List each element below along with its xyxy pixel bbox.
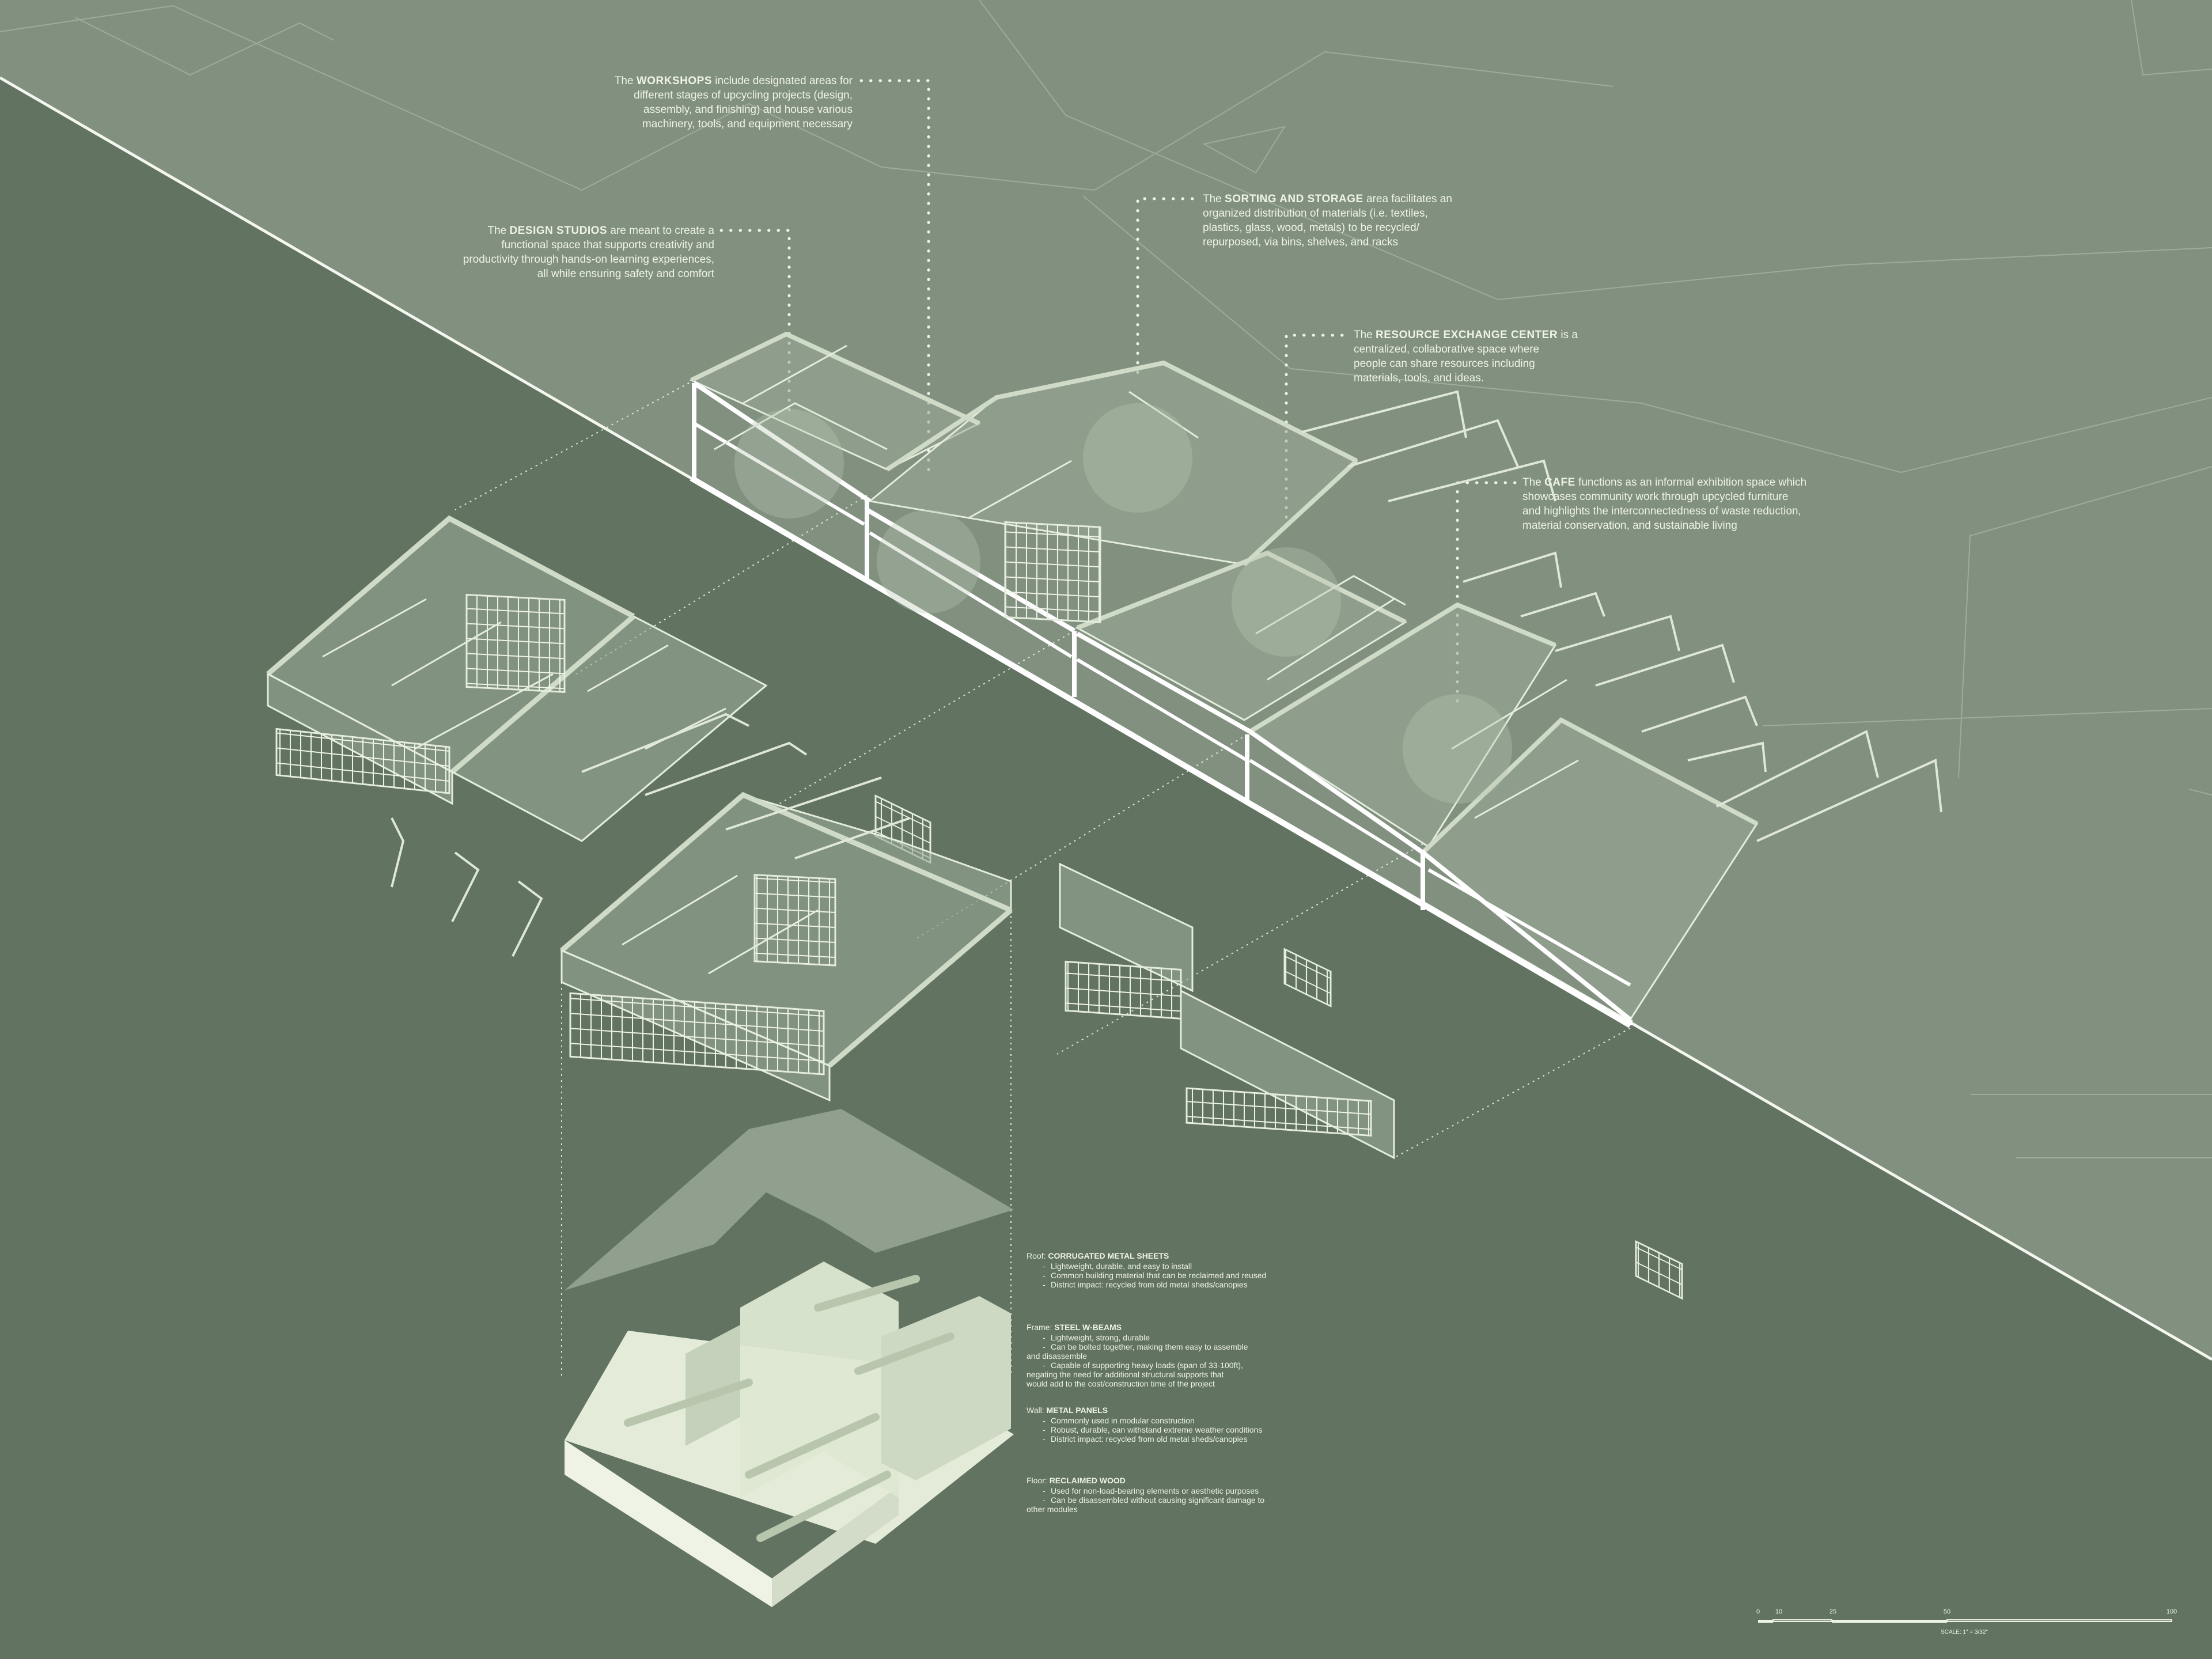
scale-tick-50: 50 [1943,1608,1951,1615]
material-note-wall: Wall: METAL PANELS Commonly used in modu… [1027,1406,1315,1444]
frame-name: STEEL W-BEAMS [1054,1323,1122,1332]
resource-exchange-prefix: The [1354,329,1376,341]
scale-tick-25: 25 [1829,1608,1837,1615]
roof-name: CORRUGATED METAL SHEETS [1048,1251,1169,1260]
frame-point-3-cont-b: would add to the cost/construction time … [1027,1379,1215,1388]
wall-point-1: Commonly used in modular construction [1043,1416,1315,1425]
scale-bar: 0 10 25 50 100 SCALE: 1" = 3/32" [1751,1608,2177,1643]
detached-wall-panels [1059,862,1395,1160]
resource-exchange-keyword: RESOURCE EXCHANGE CENTER [1376,329,1558,341]
roof-sheet [565,1109,1014,1290]
annotation-sorting-storage: The SORTING AND STORAGE area facilitates… [1203,192,1525,249]
frame-point-1: Lightweight, strong, durable [1043,1333,1315,1342]
annotation-resource-exchange: The RESOURCE EXCHANGE CENTER is a centra… [1354,328,1676,385]
wall-name: METAL PANELS [1046,1406,1108,1415]
scale-tick-10: 10 [1775,1608,1783,1615]
design-studios-prefix: The [487,225,510,237]
sorting-storage-line-1: area facilitates an [1366,193,1452,205]
material-note-floor: Floor: RECLAIMED WOOD Used for non-load-… [1027,1476,1315,1514]
design-studios-line-4: all while ensuring safety and comfort [537,268,714,280]
frame-point-2-cont: and disassemble [1027,1351,1088,1361]
background-light-site [0,0,2212,1359]
resource-exchange-line-3: people can share resources including [1354,358,1535,370]
frame-point-3: Capable of supporting heavy loads (span … [1043,1361,1315,1370]
floor-point-2: Can be disassembled without causing sign… [1043,1495,1315,1505]
frame-label: Frame: [1027,1323,1052,1332]
workshops-line-2: different stages of upcycling projects (… [634,89,853,101]
roof-point-2: Common building material that can be rec… [1043,1271,1315,1280]
frame-point-3-cont-a: negating the need for additional structu… [1027,1370,1224,1379]
leader-workshops [859,79,930,474]
leader-sorting-storage [1136,197,1194,382]
sorting-storage-line-4: repurposed, via bins, shelves, and racks [1203,236,1399,248]
floor-name: RECLAIMED WOOD [1049,1476,1126,1485]
wall-point-2: Robust, durable, can withstand extreme w… [1043,1425,1315,1434]
scale-caption: SCALE: 1" = 3/32" [1941,1629,1988,1635]
frame-point-2: Can be bolted together, making them easy… [1043,1342,1315,1351]
roof-point-1: Lightweight, durable, and easy to instal… [1043,1262,1315,1271]
material-note-frame: Frame: STEEL W-BEAMS Lightweight, strong… [1027,1323,1315,1388]
design-studios-line-2: functional space that supports creativit… [501,239,714,251]
workshops-keyword: WORKSHOPS [636,75,712,87]
cafe-line-2: showcases community work through upcycle… [1522,491,1789,503]
sorting-storage-line-2: organized distribution of materials (i.e… [1203,207,1428,219]
design-studios-line-3: productivity through hands-on learning e… [463,253,714,266]
floor-point-1: Used for non-load-bearing elements or ae… [1043,1486,1315,1495]
roof-label: Roof: [1027,1251,1046,1260]
sorting-storage-keyword: SORTING AND STORAGE [1225,193,1363,205]
design-studios-line-1: are meant to create a [610,225,714,237]
workshops-line-3: assembly, and finishing) and house vario… [643,104,853,116]
scale-tick-100: 100 [2166,1608,2177,1615]
workshops-line-4: machinery, tools, and equipment necessar… [642,118,853,130]
material-note-roof: Roof: CORRUGATED METAL SHEETS Lightweigh… [1027,1251,1315,1289]
annotation-workshops: The WORKSHOPS include designated areas f… [576,74,853,131]
resource-exchange-line-4: materials, tools, and ideas. [1354,372,1484,384]
cafe-keyword: CAFE [1544,476,1575,488]
design-studios-keyword: DESIGN STUDIOS [509,225,608,237]
cafe-line-3: and highlights the interconnectedness of… [1522,505,1801,517]
module-walls [740,1262,899,1498]
wall-point-3: District impact: recycled from old metal… [1043,1434,1315,1444]
scale-tick-0: 0 [1756,1608,1760,1615]
workshops-line-1: include designated areas for [715,75,853,87]
roof-point-3: District impact: recycled from old metal… [1043,1280,1315,1289]
floor-label: Floor: [1027,1476,1047,1485]
cafe-prefix: The [1522,476,1545,488]
exploded-module [565,1109,1014,1607]
site-context-lines [0,0,2212,1158]
workshops-prefix: The [614,75,637,87]
cafe-line-4: material conservation, and sustainable l… [1522,520,1737,532]
cafe-line-1: functions as an informal exhibition spac… [1578,476,1807,488]
resource-exchange-line-2: centralized, collaborative space where [1354,343,1540,355]
full-building-left [266,515,1013,1102]
scale-bar-graphic [1758,1619,2172,1623]
floor-point-2-cont: other modules [1027,1505,1078,1514]
sectioned-building-right [689,331,1942,1300]
annotation-cafe: The CAFE functions as an informal exhibi… [1522,475,1891,533]
sorting-storage-line-3: plastics, glass, wood, metals) to be rec… [1203,222,1419,234]
sorting-storage-prefix: The [1203,193,1225,205]
annotation-design-studios: The DESIGN STUDIOS are meant to create a… [369,224,714,281]
resource-exchange-line-1: is a [1560,329,1578,341]
wall-label: Wall: [1027,1406,1044,1415]
